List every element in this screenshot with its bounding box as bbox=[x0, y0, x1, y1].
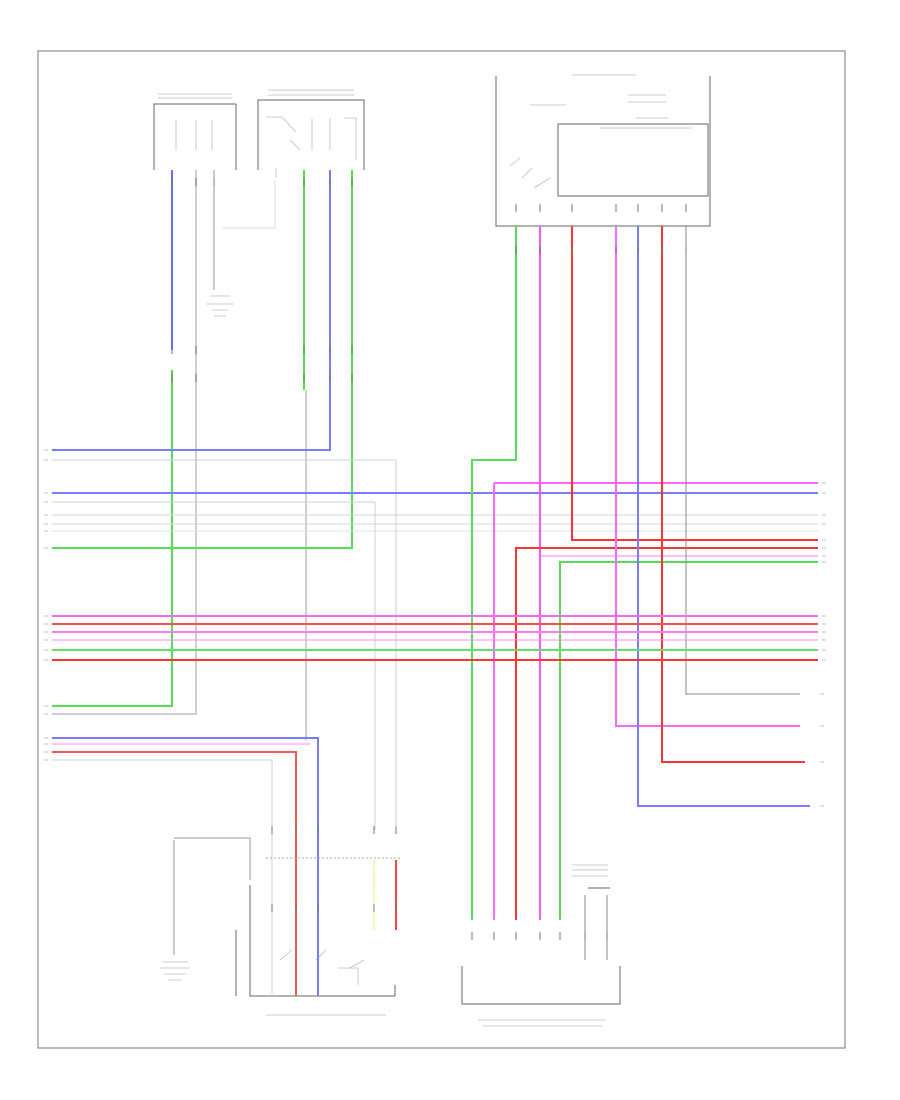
wire-green-lock-a bbox=[471, 226, 517, 920]
wire-white-bus-1 bbox=[52, 501, 376, 830]
wire-green-front-b bbox=[52, 170, 353, 549]
wire-red-lower bbox=[52, 751, 297, 996]
diagram-frame bbox=[37, 50, 846, 1049]
right-edge-terminals bbox=[820, 482, 826, 807]
wire-blue-front bbox=[52, 170, 331, 451]
wire-green-bus-d bbox=[559, 561, 818, 920]
wire-white-lower bbox=[52, 759, 273, 996]
wire-blue-lower bbox=[52, 737, 319, 996]
front-power-window-switch bbox=[257, 89, 365, 178]
power-window-regulator-motor bbox=[461, 864, 621, 1027]
wire-gray-motor-a bbox=[584, 895, 608, 960]
wire-green-rear-switch bbox=[52, 370, 173, 707]
wire-white-front-c bbox=[52, 459, 397, 830]
window-lock-module bbox=[495, 74, 711, 227]
connector-pins bbox=[171, 178, 687, 940]
rear-window-switch-assembly bbox=[153, 93, 237, 170]
wire-gray-lock bbox=[685, 226, 800, 695]
ground-symbol-lower bbox=[160, 961, 190, 981]
wire-gray-ground bbox=[173, 837, 251, 955]
wire-faint-link bbox=[222, 180, 276, 229]
ground-symbol-upper bbox=[206, 295, 234, 317]
left-front-door-lock-assembly bbox=[235, 885, 396, 1016]
wire-red-lock-b bbox=[661, 226, 805, 763]
left-edge-terminals bbox=[44, 449, 48, 761]
wire-pink-lock-b bbox=[615, 226, 800, 727]
wire-red-lock-a bbox=[571, 226, 818, 541]
wire-red-bus-b bbox=[515, 547, 818, 920]
wire-blue-lock bbox=[637, 226, 810, 807]
